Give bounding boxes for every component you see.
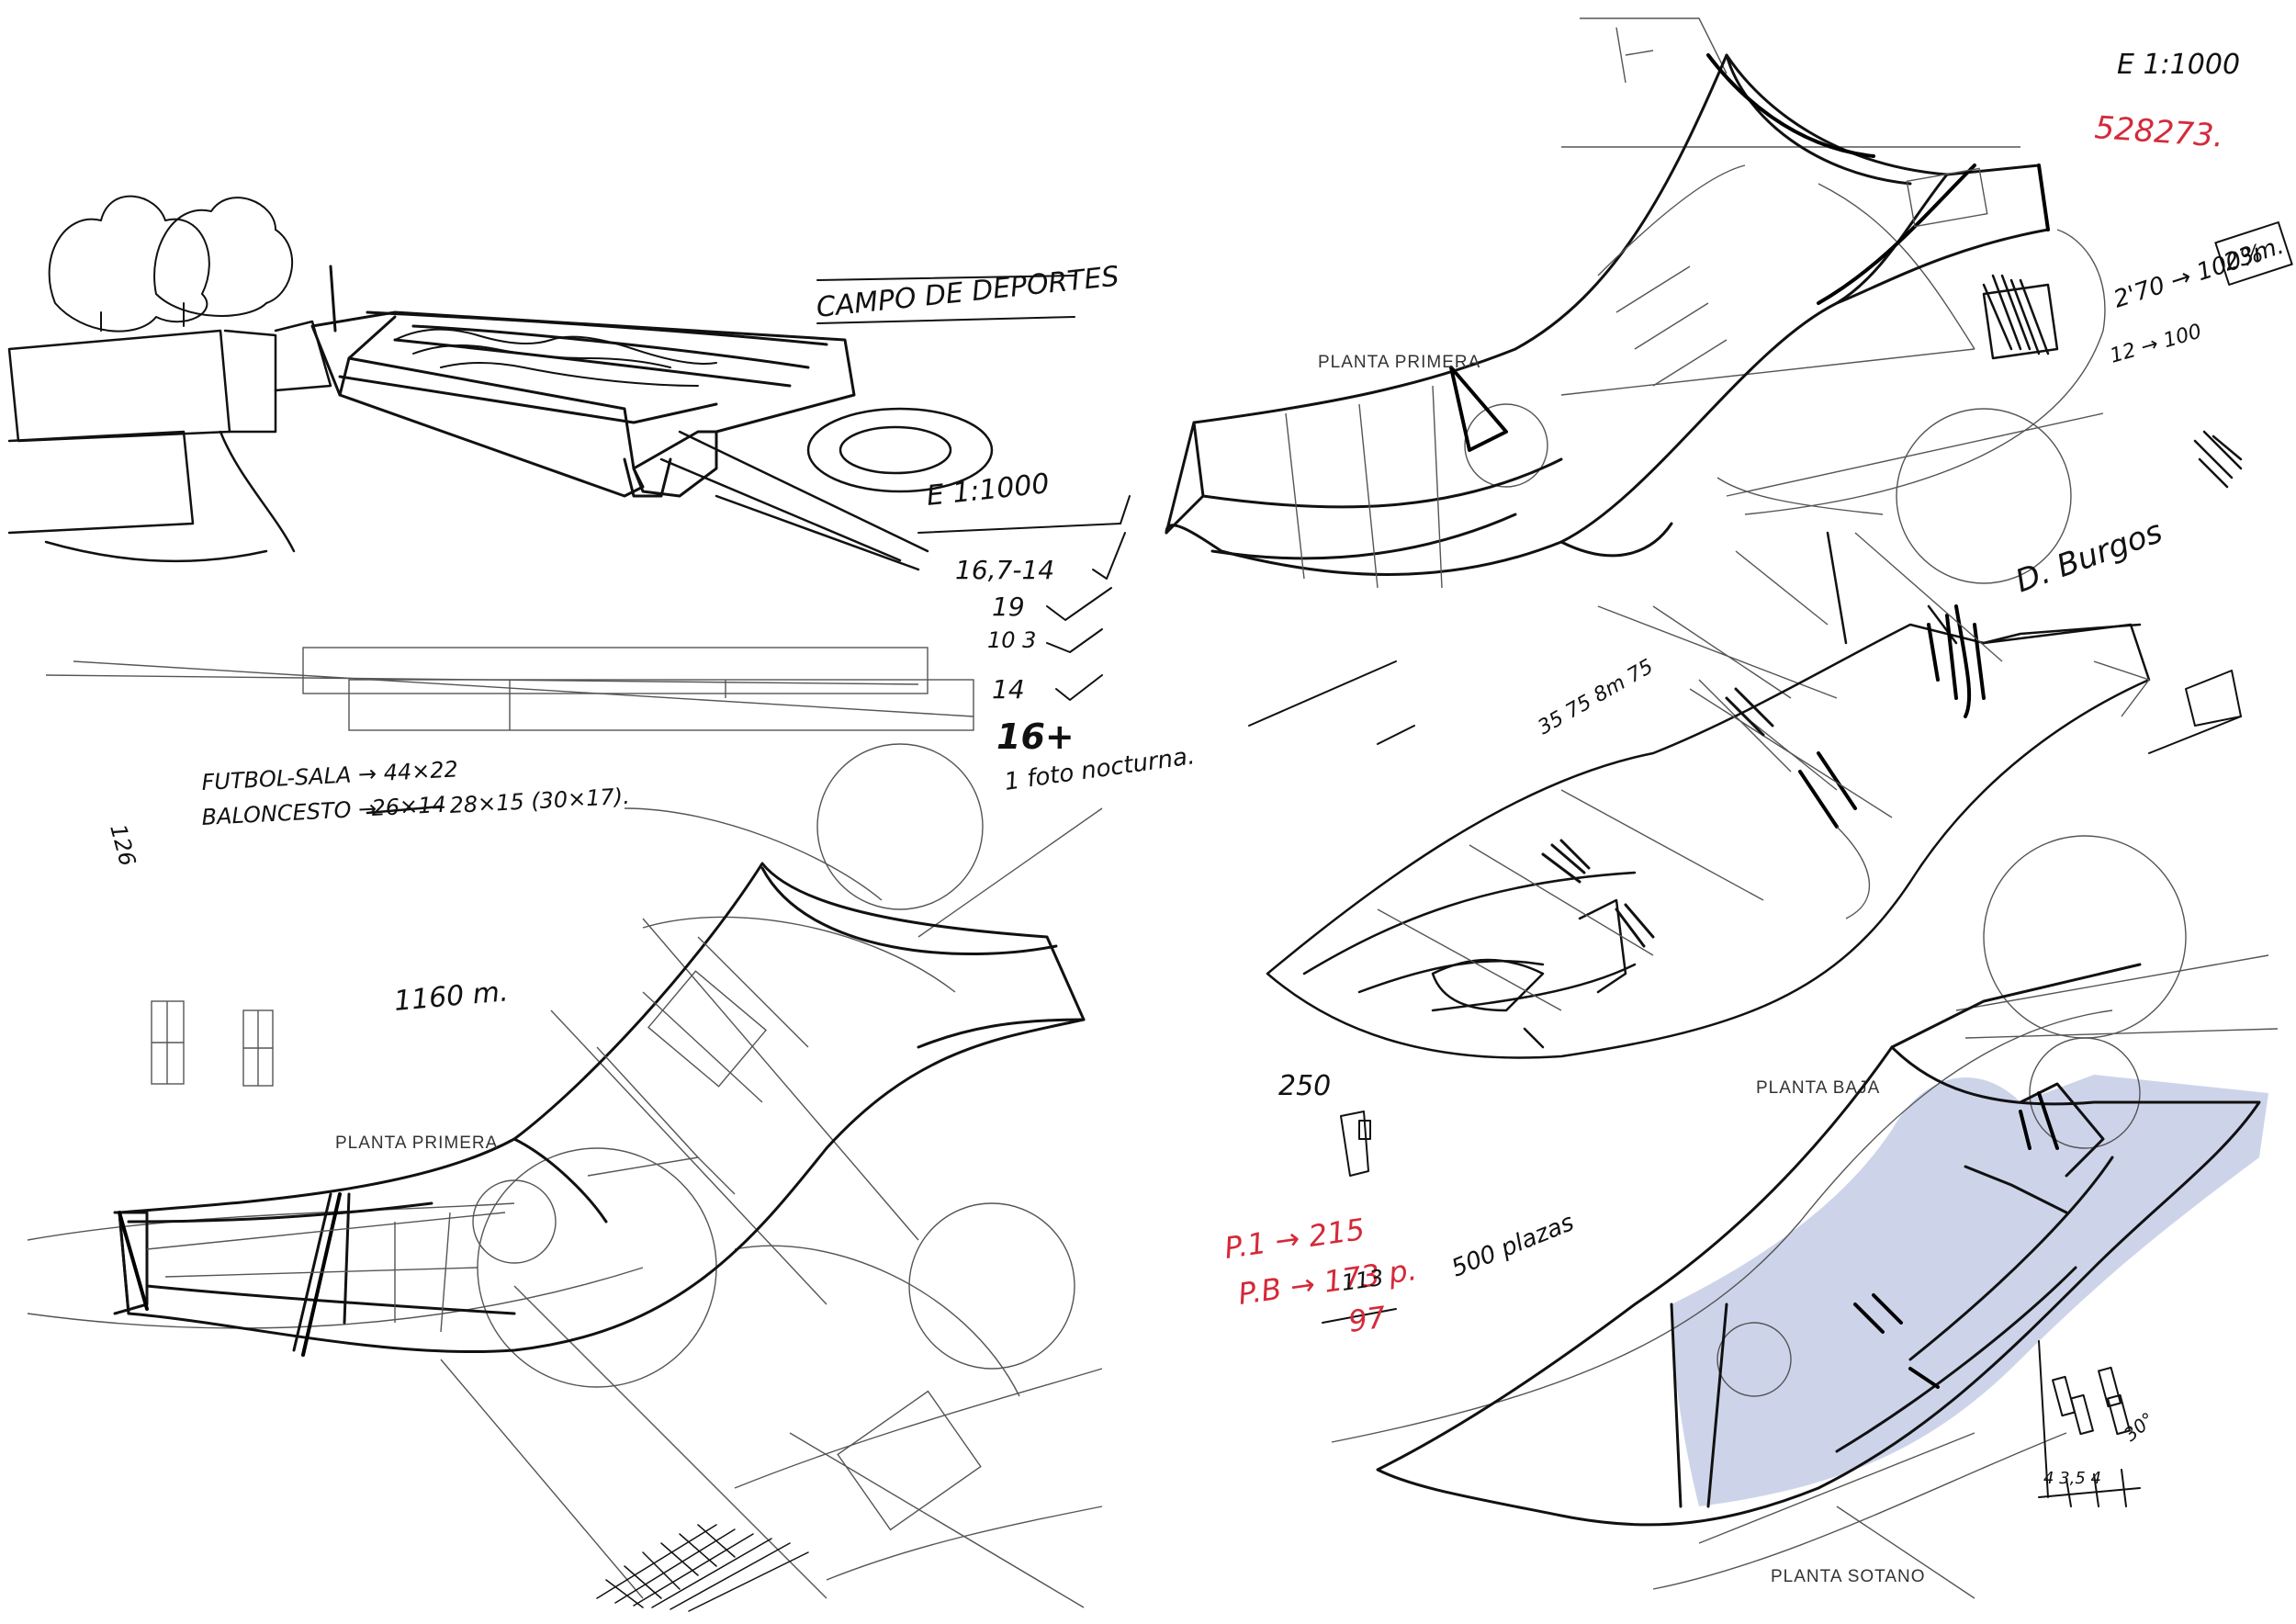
top-plan-label: PLANTA PRIMERA: [1318, 353, 1480, 372]
blue-pencil-fill: [1671, 1075, 2268, 1506]
tally-line-4: 14: [992, 674, 1025, 705]
court-diagrams: [151, 1000, 274, 1087]
dark-hatches: [1541, 687, 1774, 948]
tally-line-2: 19: [992, 592, 1025, 622]
tally-line-5: 16+: [996, 716, 1075, 757]
right-scale: E 1:1000: [2117, 49, 2240, 81]
tally-line-3: 10 3: [987, 627, 1036, 653]
tree-group: [48, 195, 293, 333]
red-number: 528273.: [2093, 109, 2224, 155]
left-plan-label: PLANTA PRIMERA: [335, 1133, 498, 1153]
hatch-block: [1982, 274, 2243, 489]
ground-plan-label: PLANTA BAJA: [1756, 1078, 1880, 1098]
stair-hatch: [596, 1524, 809, 1612]
bottom-detail: [2038, 1340, 2141, 1507]
parking-sub2: 97: [1346, 1300, 1389, 1339]
left-plan: PLANTA PRIMERA: [27, 743, 1103, 1612]
tally-line-1: 16,7-14: [955, 555, 1054, 585]
basement-plan-label: PLANTA SOTANO: [1771, 1567, 1926, 1586]
top-plan: PLANTA PRIMERA: [1165, 17, 2243, 773]
building-roof: [310, 265, 856, 498]
parking-sub1: 113: [1340, 1265, 1385, 1296]
ground-plan: PLANTA BAJA: [1266, 531, 2151, 1098]
number-250: 250: [1278, 1070, 1331, 1102]
elevation-strip: [45, 647, 974, 731]
left-sheet: CAMPO DE DEPORTES E 1:1000 16,7-14 19 10…: [7, 195, 1197, 1612]
bottom-dims: 4 3,5 4: [2043, 1469, 2101, 1488]
basement-plan: PLANTA SOTANO: [1331, 835, 2279, 1599]
roundabout-sketch: [659, 407, 994, 571]
